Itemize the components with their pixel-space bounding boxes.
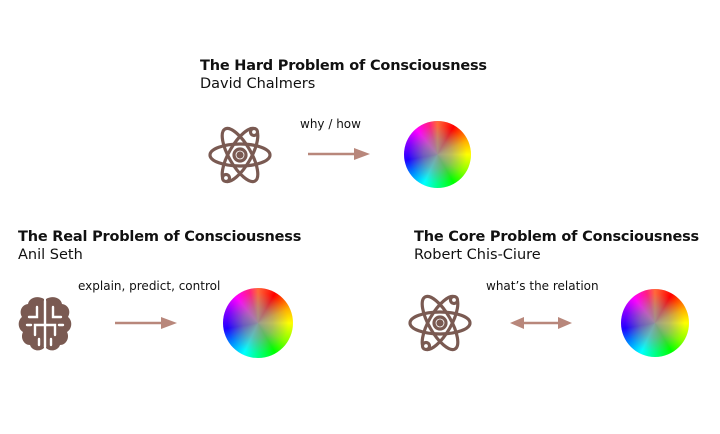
hard-relation-label: why / how [300, 117, 361, 131]
real-relation-label: explain, predict, control [78, 279, 221, 293]
core-relation-label: what’s the relation [486, 279, 599, 293]
core-problem-author: Robert Chis-Ciure [414, 247, 541, 263]
real-problem-title: The Real Problem of Consciousness [18, 229, 302, 245]
color-wheel-qualia [621, 289, 689, 357]
core-problem-title: The Core Problem of Consciousness [414, 229, 699, 245]
atom-icon [208, 121, 272, 189]
atom-icon [408, 289, 472, 357]
arrow-right-icon [115, 317, 177, 329]
hard-problem-author: David Chalmers [200, 76, 316, 92]
color-wheel-qualia [404, 121, 471, 188]
real-problem-author: Anil Seth [18, 247, 83, 263]
arrow-right-icon [308, 148, 370, 160]
double-arrow-icon [510, 317, 572, 329]
color-wheel-qualia [223, 288, 293, 358]
brain-icon [18, 297, 72, 351]
hard-problem-title: The Hard Problem of Consciousness [200, 58, 487, 74]
